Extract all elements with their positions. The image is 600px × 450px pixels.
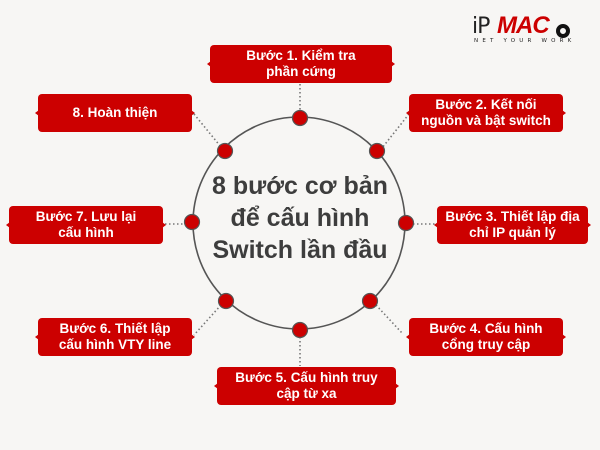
step-6-line-2: cấu hình VTY line (58, 337, 172, 352)
connector-2 (381, 113, 410, 149)
center-title-line-3: Switch lần đầu (212, 236, 388, 264)
step-4-line-2: cổng truy cập (441, 337, 531, 352)
step-2-box[interactable]: Bước 2. Kết nối nguồn và bật switch (409, 94, 563, 132)
node-8 (216, 142, 234, 160)
step-7-line-1: Bước 7. Lưu lại (35, 209, 137, 224)
step-4-box[interactable]: Bước 4. Cấu hình cổng truy cập (409, 318, 563, 356)
step-6-box[interactable]: Bước 6. Thiết lập cấu hình VTY line (38, 318, 192, 356)
step-4-line-1: Bước 4. Cấu hình (429, 321, 543, 336)
step-8-label: 8. Hoàn thiện (72, 105, 158, 120)
step-1-box[interactable]: Bước 1. Kiểm tra phần cứng (210, 45, 392, 83)
step-2-line-2: nguồn và bật switch (421, 113, 551, 128)
step-8-box[interactable]: 8. Hoàn thiện (38, 94, 192, 132)
logo-ring-icon (556, 24, 570, 38)
step-5-line-1: Bước 5. Cấu hình truy (235, 370, 378, 385)
step-1-line-2: phần cứng (266, 64, 336, 79)
node-2 (368, 142, 386, 160)
step-5-box[interactable]: Bước 5. Cấu hình truy cập từ xa (217, 367, 396, 405)
connector-4 (375, 304, 403, 334)
connector-6 (193, 304, 222, 336)
center-title-line-1: 8 bước cơ bản (212, 172, 388, 200)
node-3 (397, 214, 415, 232)
center-title: 8 bước cơ bản để cấu hình Switch lần đầu (200, 170, 400, 266)
center-title-line-2: để cấu hình (230, 204, 370, 232)
step-2-line-1: Bước 2. Kết nối (435, 97, 537, 112)
ipmac-logo: iP MAC NET YOUR WORK (470, 12, 590, 46)
logo-prefix: iP (472, 14, 490, 39)
step-7-box[interactable]: Bước 7. Lưu lại cấu hình (9, 206, 163, 244)
connector-8 (193, 113, 222, 148)
step-6-line-1: Bước 6. Thiết lập (59, 321, 171, 336)
step-3-line-2: chỉ IP quản lý (469, 225, 556, 240)
step-5-line-2: cập từ xa (276, 386, 337, 401)
step-3-box[interactable]: Bước 3. Thiết lập địa chỉ IP quản lý (437, 206, 588, 244)
step-1-line-1: Bước 1. Kiểm tra (246, 48, 356, 63)
step-3-line-1: Bước 3. Thiết lập địa (445, 209, 580, 224)
node-7 (183, 213, 201, 231)
node-6 (217, 292, 235, 310)
step-7-line-2: cấu hình (58, 225, 114, 240)
logo-brand: MAC (497, 12, 550, 39)
node-5 (291, 321, 309, 339)
logo-tagline: NET YOUR WORK (474, 38, 576, 44)
node-4 (361, 292, 379, 310)
node-1 (291, 109, 309, 127)
